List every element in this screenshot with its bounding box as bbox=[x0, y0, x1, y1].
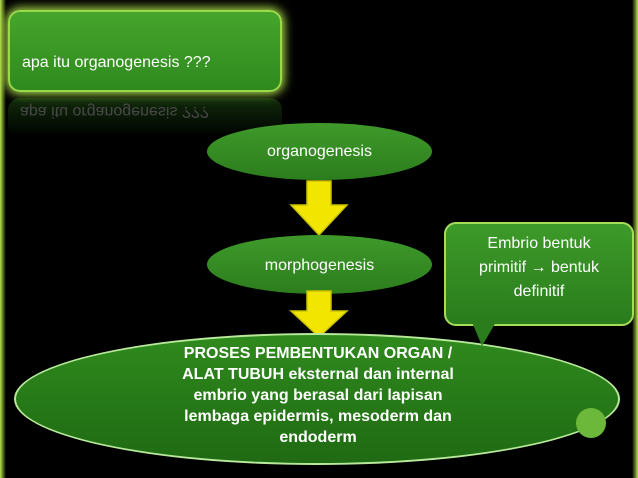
callout-tail bbox=[472, 322, 496, 346]
definition-line: lembaga epidermis, mesoderm dan bbox=[184, 408, 452, 425]
decorative-dot bbox=[576, 408, 606, 438]
definition-line: PROSES PEMBENTUKAN ORGAN / bbox=[183, 345, 453, 362]
definition-oval: PROSES PEMBENTUKAN ORGAN / ALAT TUBUH ek… bbox=[14, 333, 620, 465]
slide-title: apa itu organogenesis ??? bbox=[22, 54, 211, 71]
callout-line: primitif → bentuk bbox=[478, 259, 600, 276]
down-arrow-icon bbox=[289, 290, 349, 339]
organogenesis-label: organogenesis bbox=[267, 143, 372, 160]
callout-box: Embrio bentuk primitif → bentuk definiti… bbox=[444, 222, 634, 326]
right-edge-glow bbox=[632, 0, 638, 478]
callout-line: Embrio bentuk bbox=[487, 235, 591, 252]
callout-line: definitif bbox=[513, 283, 565, 300]
title-box: apa itu organogenesis ??? bbox=[8, 10, 282, 92]
morphogenesis-node: morphogenesis bbox=[207, 235, 432, 294]
definition-line: endoderm bbox=[279, 429, 357, 446]
definition-text: PROSES PEMBENTUKAN ORGAN / ALAT TUBUH ek… bbox=[116, 343, 520, 448]
title-reflection-text: apa itu organogenesis ??? bbox=[20, 103, 209, 120]
left-edge-glow bbox=[0, 0, 6, 478]
morphogenesis-label: morphogenesis bbox=[264, 257, 375, 274]
callout-text: Embrio bentuk primitif → bentuk definiti… bbox=[446, 232, 632, 304]
organogenesis-node: organogenesis bbox=[207, 123, 432, 180]
definition-line: embrio yang berasal dari lapisan bbox=[193, 387, 443, 404]
down-arrow-icon bbox=[289, 180, 349, 237]
definition-line: ALAT TUBUH eksternal dan internal bbox=[182, 366, 454, 383]
